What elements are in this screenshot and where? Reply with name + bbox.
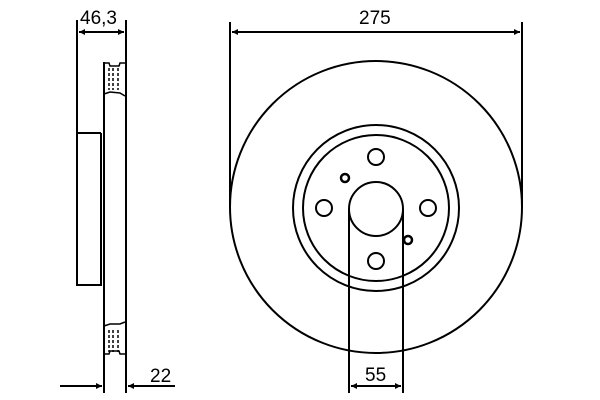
- dimension-overall-height: 46,3: [80, 8, 117, 29]
- locating-hole: [339, 172, 351, 184]
- bolt-hole: [367, 252, 385, 270]
- locating-hole: [402, 234, 414, 246]
- dimension-outer-diameter: 275: [359, 8, 391, 29]
- center-bore: [348, 181, 404, 237]
- hub-inner-ring: [302, 134, 450, 282]
- bolt-hole: [367, 148, 385, 166]
- side-view: [60, 20, 175, 393]
- bolt-hole: [315, 199, 333, 217]
- disc-outer-edge: [229, 60, 523, 354]
- dimension-disc-thickness: 22: [150, 366, 171, 387]
- front-view: [229, 22, 523, 393]
- bolt-hole: [419, 199, 437, 217]
- hub-outer-ring: [292, 124, 460, 292]
- dimension-center-bore: 55: [365, 365, 386, 386]
